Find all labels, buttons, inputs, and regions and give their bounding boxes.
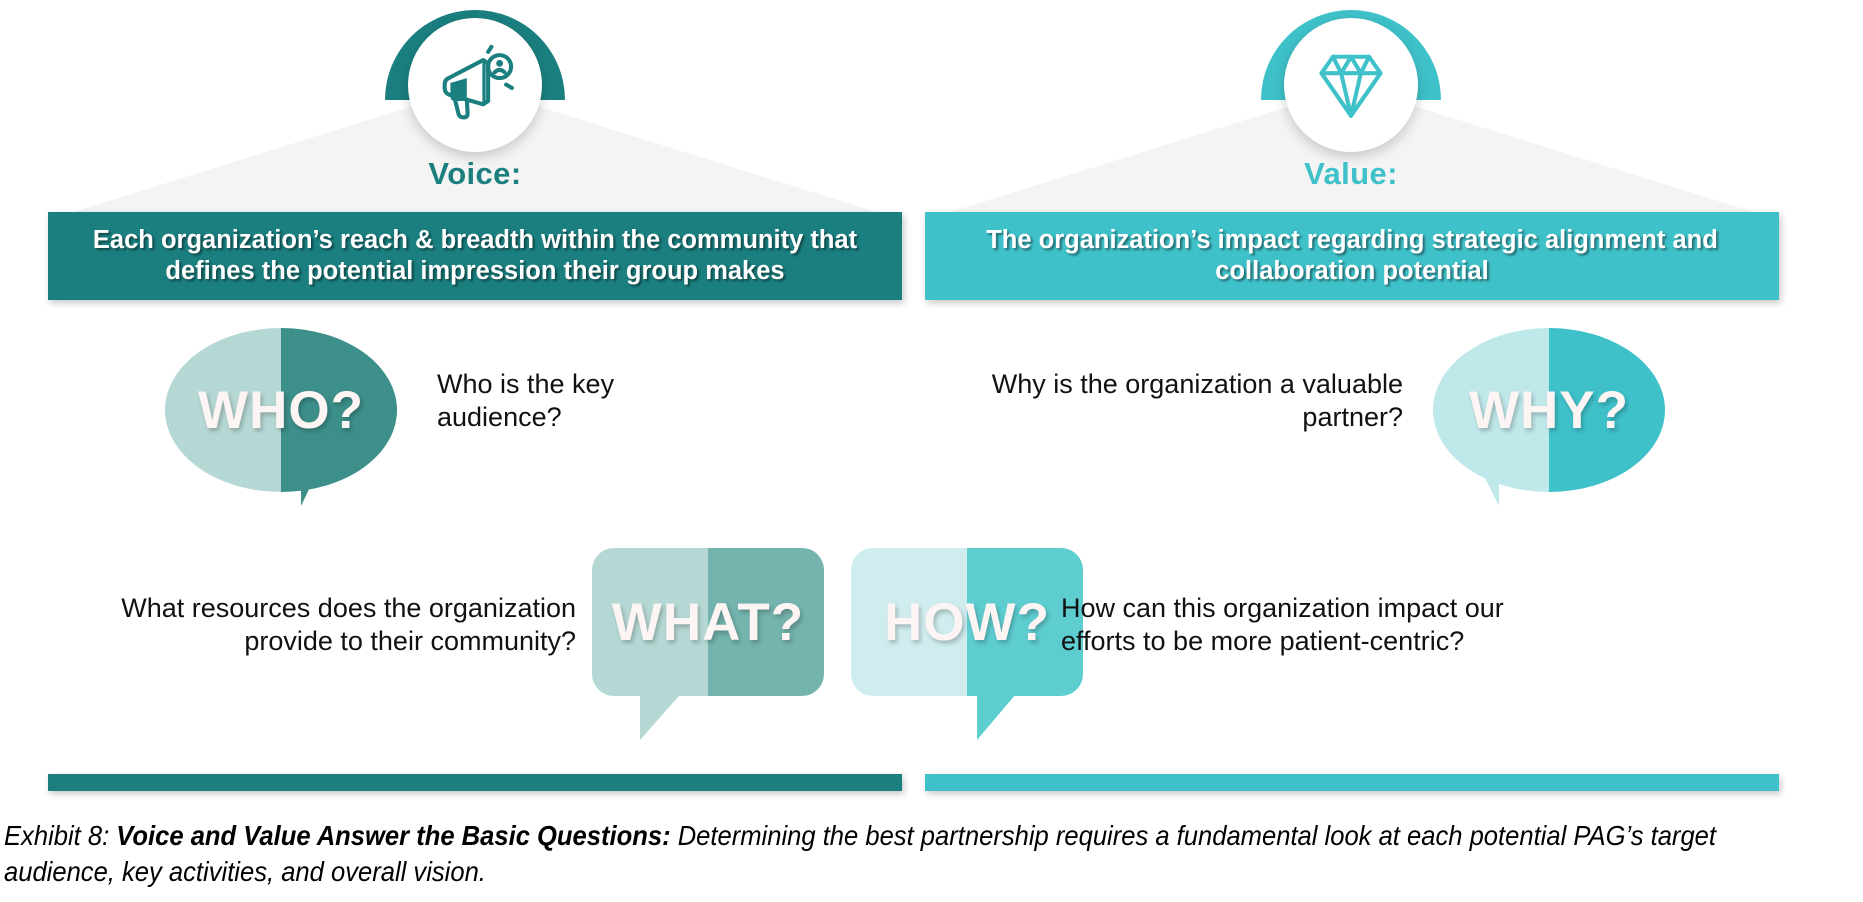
who-bubble: WHO? [165,328,397,506]
value-icon-circle [1284,18,1418,152]
how-half-dark [967,548,1083,696]
value-kicker: Value: [1304,156,1398,191]
what-bubble-body [592,548,824,696]
why-half-dark [1549,328,1665,492]
diamond-icon [1310,42,1392,129]
caption-rest: Determining the best partnership require… [4,820,1716,887]
exhibit-caption: Exhibit 8: Voice and Value Answer the Ba… [4,818,1729,890]
why-question-text: Why is the organization a valuable partn… [991,369,1403,432]
caption-bold: Voice and Value Answer the Basic Questio… [116,820,671,851]
value-banner: The organization’s impact regarding stra… [925,212,1779,300]
megaphone-icon [434,42,516,129]
what-half-dark [708,548,824,696]
why-bubble: WHY? [1433,328,1665,506]
voice-panel: Voice: Each organization’s reach & bread… [0,0,930,800]
how-bubble: HOW? [851,548,1083,740]
what-bubble-tail [640,688,686,740]
how-question-text: How can this organization impact our eff… [1061,593,1504,656]
value-panel: Value: The organization’s impact regardi… [851,0,1863,800]
how-half-light [851,548,967,696]
who-half-light [165,328,281,492]
what-bubble: WHAT? [592,548,824,740]
voice-banner: Each organization’s reach & breadth with… [48,212,902,300]
who-bubble-body [165,328,397,492]
caption-prefix: Exhibit 8: [4,820,117,851]
what-half-light [592,548,708,696]
voice-kicker: Voice: [428,156,522,191]
what-question-text: What resources does the organization pro… [121,593,576,656]
why-bubble-body [1433,328,1665,492]
why-bubble-tail [1471,462,1499,506]
voice-banner-text: Each organization’s reach & breadth with… [92,226,858,285]
who-half-dark [281,328,397,492]
who-question-text: Who is the key audience? [437,369,615,432]
voice-bottom-rule [48,774,902,791]
who-bubble-tail [301,464,331,506]
how-bubble-body [851,548,1083,696]
how-bubble-tail [977,688,1021,740]
value-banner-text: The organization’s impact regarding stra… [986,226,1718,285]
value-bottom-rule [925,774,1779,791]
voice-icon-circle [408,18,542,152]
